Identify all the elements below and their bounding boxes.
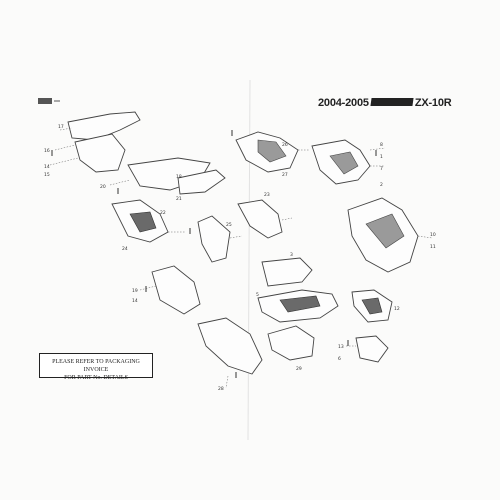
tail-cowl-part [67, 111, 141, 141]
side-cover-lower-part [177, 169, 226, 195]
svg-text:24: 24 [122, 246, 128, 252]
bracket-part [197, 215, 231, 263]
svg-text:21: 21 [176, 196, 182, 202]
svg-text:15: 15 [44, 172, 50, 178]
title-years: 2004-2005 [318, 97, 369, 109]
svg-text:19: 19 [132, 288, 138, 294]
svg-text:14: 14 [132, 298, 138, 304]
title-model: ZX-10R [414, 97, 452, 109]
diagram-title: 2004-2005 ZX-10R [318, 97, 452, 109]
side-strip-assembly: 28 [197, 317, 263, 392]
inner-panel-vent [129, 211, 157, 233]
lower-left-assembly: 19 14 [132, 265, 201, 315]
svg-text:3: 3 [290, 252, 293, 258]
redacted-brand-mark [370, 98, 414, 107]
svg-text:2: 2 [380, 182, 383, 188]
belly-pan-vent [279, 295, 321, 313]
svg-text:27: 27 [282, 172, 288, 178]
svg-text:20: 20 [100, 184, 106, 190]
notice-line-2: FOR PART No. DETAILS [64, 375, 128, 381]
svg-text:14: 14 [44, 164, 50, 170]
side-fairing-assembly: 10 11 [347, 197, 436, 273]
tail-side-part [74, 133, 126, 173]
upper-cowl-assembly: 26 27 [235, 131, 310, 178]
fold-crease [247, 79, 251, 441]
inner-panel-assembly: 22 24 [111, 199, 185, 252]
inner-cover-part [237, 199, 283, 239]
svg-text:22: 22 [160, 210, 166, 216]
bracket-assembly: 25 [197, 215, 243, 263]
svg-text:1: 1 [380, 154, 383, 160]
lower-left-part [151, 265, 201, 315]
center-bracket-assembly: 3 [261, 252, 313, 287]
svg-text:16: 16 [44, 148, 50, 154]
small-cover-part [355, 335, 389, 363]
svg-text:17: 17 [58, 124, 64, 130]
svg-text:29: 29 [296, 366, 302, 372]
fastener-set [51, 130, 377, 378]
svg-text:8: 8 [380, 142, 383, 148]
headlight-opening [257, 139, 287, 163]
center-bracket-part [261, 257, 313, 287]
svg-text:13: 13 [338, 344, 344, 350]
lower-right-vent [361, 297, 383, 315]
brand-logo-icon [38, 98, 60, 104]
belly-pan-assembly: 5 [256, 289, 339, 323]
side-fairing-duct [365, 213, 405, 249]
fairing-duct [329, 151, 359, 175]
svg-text:12: 12 [394, 306, 400, 312]
front-fairing-assembly: 8 1 7 2 [311, 139, 386, 188]
lower-right-assembly: 12 [351, 289, 400, 323]
tail-cowl-assembly: 16 14 15 17 [44, 111, 141, 178]
lower-fairing-assembly: 29 [267, 325, 315, 372]
svg-text:10: 10 [430, 232, 436, 238]
svg-text:6: 6 [338, 356, 341, 362]
svg-text:26: 26 [282, 142, 288, 148]
lower-fairing-part [267, 325, 315, 361]
side-cover-assembly: 20 18 21 [100, 157, 226, 202]
svg-text:18: 18 [176, 174, 182, 180]
svg-text:11: 11 [430, 244, 436, 250]
notice-line-1: PLEASE REFER TO PACKAGING INVOICE [52, 359, 140, 373]
inner-cover-assembly: 23 [237, 192, 293, 239]
svg-text:25: 25 [226, 222, 232, 228]
svg-text:23: 23 [264, 192, 270, 198]
packaging-invoice-notice: PLEASE REFER TO PACKAGING INVOICE FOR PA… [39, 353, 153, 381]
small-cover-assembly: 13 6 [338, 335, 389, 363]
svg-text:7: 7 [380, 166, 383, 172]
svg-text:28: 28 [218, 386, 224, 392]
svg-text:5: 5 [256, 292, 259, 298]
side-strip-part [197, 317, 263, 375]
